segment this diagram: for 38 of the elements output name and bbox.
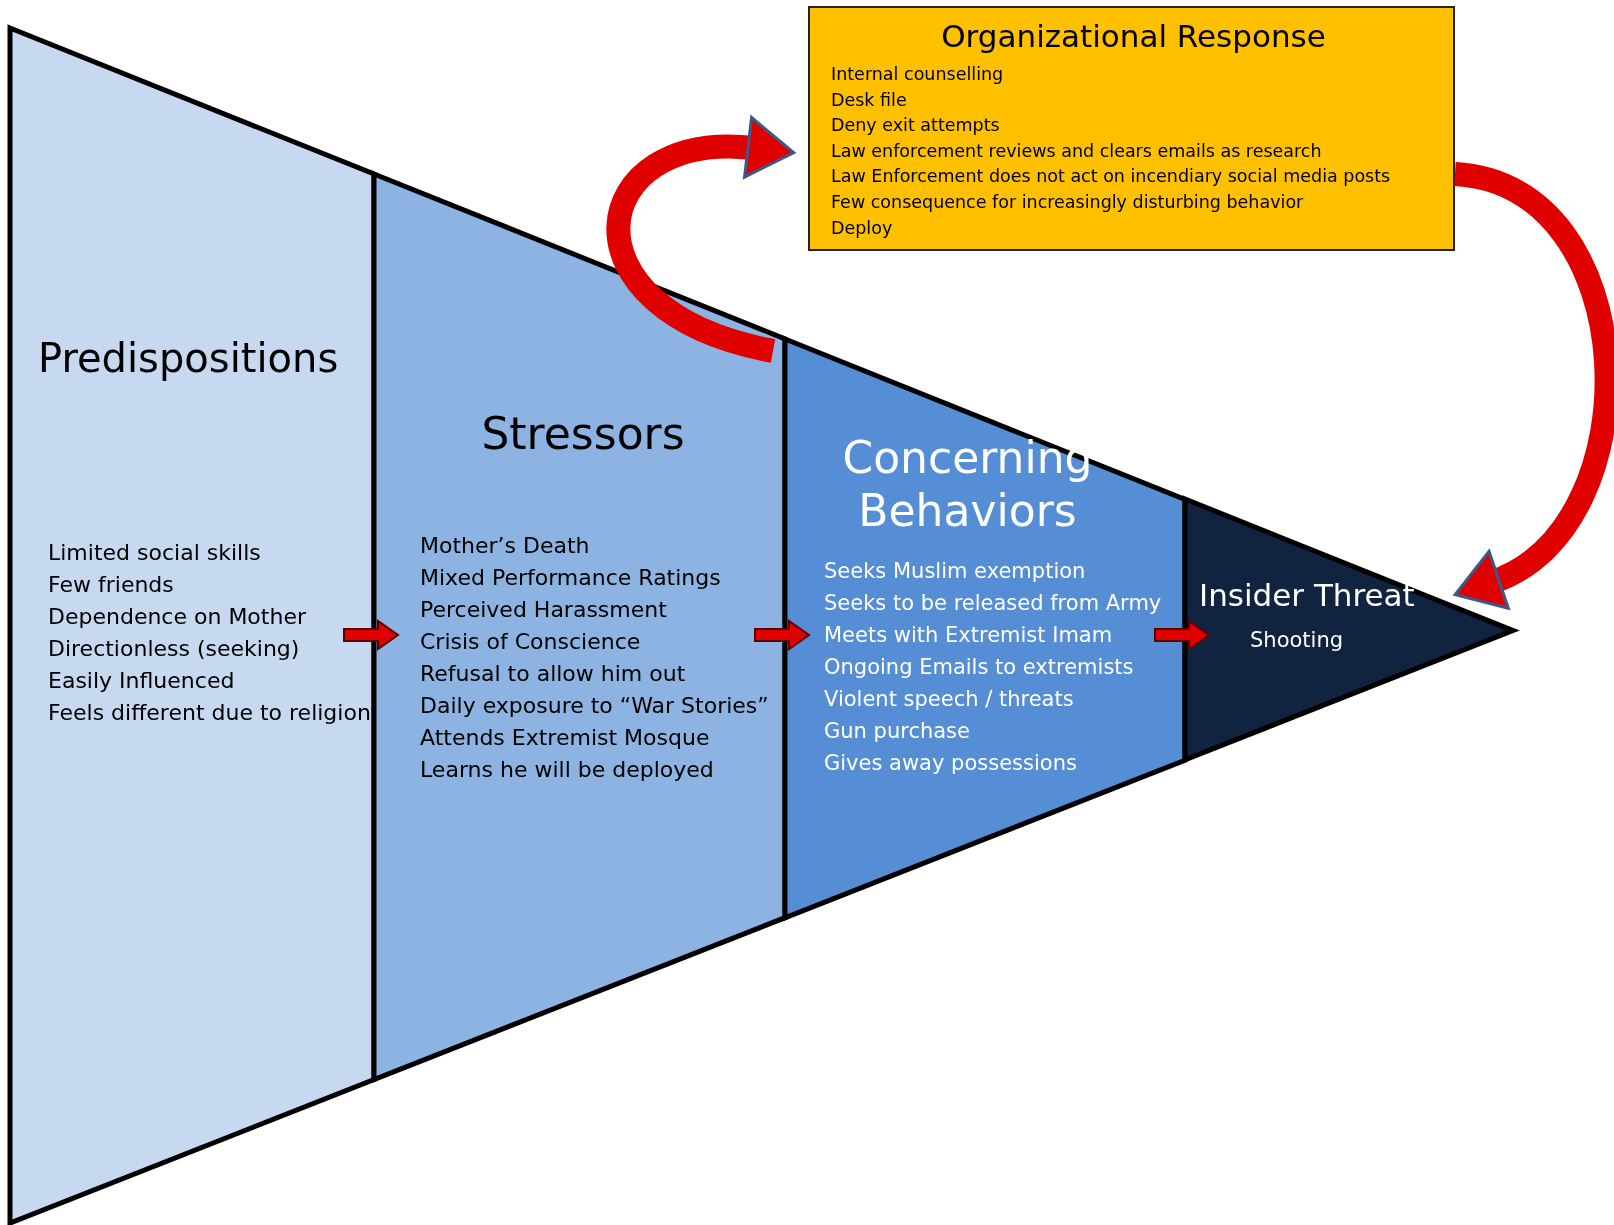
list-item: Directionless (seeking) [48,636,300,663]
list-item: Refusal to allow him out [420,661,686,688]
list-item: Dependence on Mother [48,604,306,631]
list-item: Learns he will be deployed [420,757,714,784]
list-item: Daily exposure to “War Stories” [420,693,769,720]
list-item: Crisis of Conscience [420,629,641,656]
list-item: Mixed Performance Ratings [420,565,721,592]
list-item: Desk file [831,89,907,111]
list-item: Seeks to be released from Army [824,591,1162,617]
block-arrow [754,619,811,651]
list-item: Few friends [48,572,174,599]
list-item: Few consequence for increasingly disturbing behavior [831,192,1304,213]
block-arrow [343,619,400,651]
list-item: Internal counselling [831,64,1004,85]
section-title: Organizational Response [940,18,1327,56]
list-item: Feels different due to religion [48,700,371,727]
curved-arrow [606,116,796,363]
list-item: Meets with Extremist Imam [824,623,1113,649]
list-item: Perceived Harassment [420,597,667,624]
list-item: Easily Influenced [48,668,235,695]
list-item: Limited social skills [48,540,261,567]
list-item: Gives away possessions [824,751,1077,777]
list-item: Law Enforcement does not act on incendiary social media posts [831,166,1391,188]
section-title: Insider Threat [1199,577,1415,615]
section-title: Stressors [480,408,686,461]
section-title: Predispositions [38,334,339,382]
list-item: Deny exit attempts [831,115,1000,137]
list-item: Seeks Muslim exemption [824,559,1086,585]
list-item: Gun purchase [824,719,970,745]
list-item: Deploy [831,217,893,239]
list-item: Shooting [1250,628,1344,654]
list-item: Mother’s Death [420,533,590,560]
list-item: Violent speech / threats [824,687,1074,713]
response-box [808,6,1455,251]
block-arrow [1154,619,1211,651]
list-item: Law enforcement reviews and clears emails as research [831,140,1322,162]
list-item: Attends Extremist Mosque [420,725,710,752]
list-item: Ongoing Emails to extremists [824,655,1134,681]
